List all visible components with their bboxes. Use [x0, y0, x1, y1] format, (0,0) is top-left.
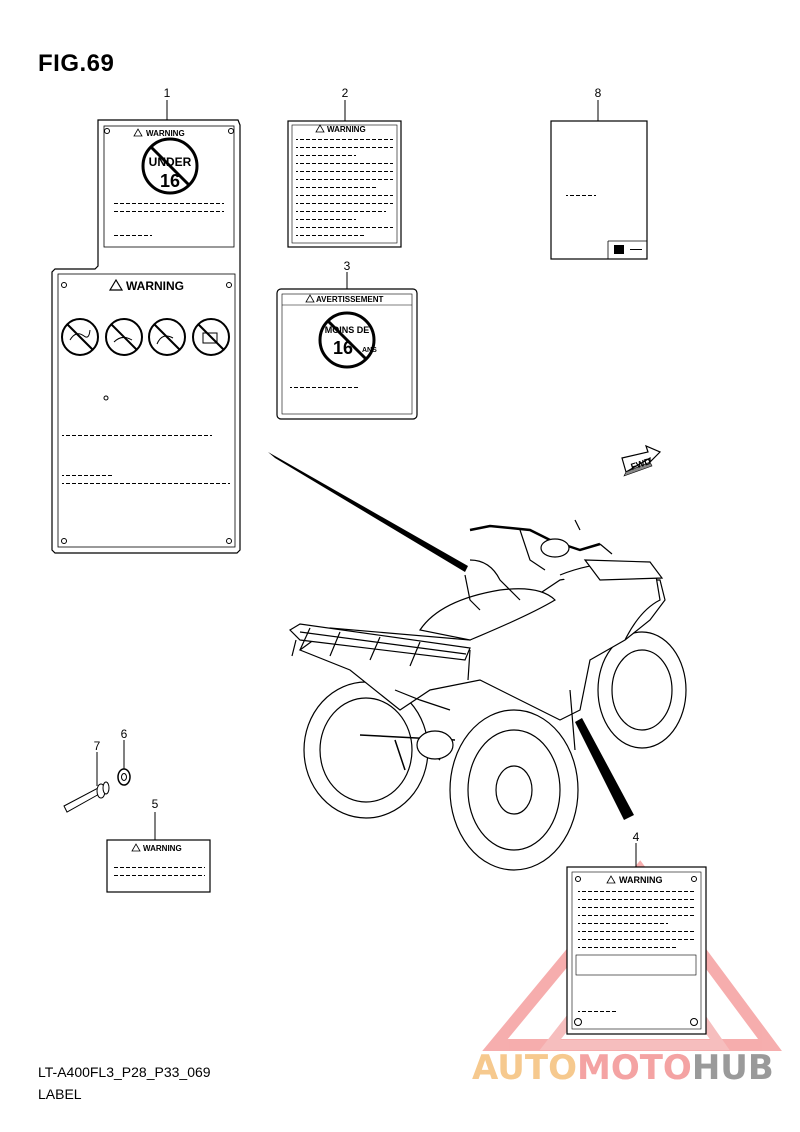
- item-7-rivet[interactable]: [63, 781, 110, 813]
- item-6-washer[interactable]: [117, 768, 131, 786]
- watermark-part-hub: HUB: [691, 1048, 774, 1088]
- watermark-text: AUTOMOTOHUB: [472, 1048, 774, 1088]
- label-2[interactable]: WARNING: [287, 120, 402, 248]
- figure-code: LT-A400FL3_P28_P33_069: [38, 1064, 211, 1080]
- label-5[interactable]: WARNING: [106, 839, 211, 893]
- figure-title: FIG.69: [38, 50, 115, 77]
- callout-6: 6: [121, 727, 128, 741]
- label-4-warning: WARNING: [619, 875, 663, 885]
- item-8-manual[interactable]: [550, 120, 648, 260]
- label-1-under-text: UNDER: [149, 155, 192, 169]
- label-1-main-warning: WARNING: [126, 279, 184, 293]
- figure-name: LABEL: [38, 1086, 82, 1102]
- callout-3: 3: [344, 259, 351, 273]
- callout-7: 7: [94, 739, 101, 753]
- callout-1: 1: [164, 86, 171, 100]
- label-3[interactable]: AVERTISSEMENT MOINS DE 16 ANS: [276, 288, 418, 420]
- label-5-warning: WARNING: [143, 844, 182, 853]
- label-1-top-warning: WARNING: [146, 129, 185, 138]
- pointer-label-1: [268, 452, 468, 572]
- pointer-label-4: [575, 718, 634, 820]
- callout-4: 4: [633, 830, 640, 844]
- label-2-warning: WARNING: [327, 125, 366, 134]
- callout-2: 2: [342, 86, 349, 100]
- label-3-age-text: 16: [333, 338, 353, 358]
- label-3-avertissement: AVERTISSEMENT: [316, 295, 384, 304]
- fwd-arrow-icon: FWD: [621, 444, 662, 477]
- label-1-prohibition-icons: [61, 318, 230, 356]
- callout-8: 8: [595, 86, 602, 100]
- label-1[interactable]: WARNING UNDER 16 WARNING: [51, 119, 241, 554]
- watermark-part-moto: MOTO: [576, 1048, 692, 1088]
- label-3-ans-text: ANS: [362, 347, 377, 354]
- atv-illustration: [289, 519, 687, 871]
- callout-5: 5: [152, 797, 159, 811]
- label-1-age-text: 16: [160, 171, 180, 191]
- label-3-moins-text: MOINS DE: [325, 325, 370, 335]
- label-4[interactable]: WARNING: [566, 866, 707, 1035]
- watermark-part-auto: AUTO: [472, 1048, 577, 1088]
